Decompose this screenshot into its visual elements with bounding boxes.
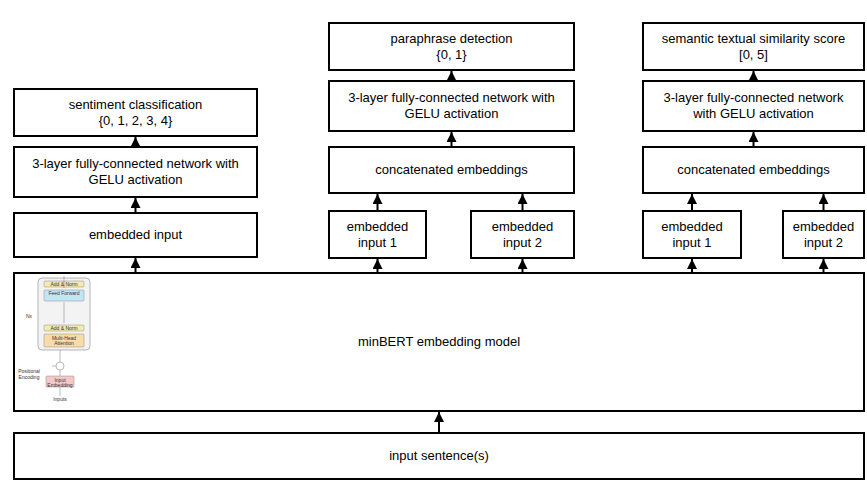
box-text: embedded input bbox=[89, 227, 182, 243]
box-text: minBERT embedding model bbox=[358, 334, 520, 350]
arrow-connector bbox=[823, 194, 825, 210]
box-text: embedded input 1 bbox=[652, 219, 732, 251]
arrow-connector bbox=[135, 258, 137, 272]
arrow-connector bbox=[823, 259, 825, 272]
box-text: 3-layer fully-connected network with GEL… bbox=[23, 156, 248, 188]
arrow-connector bbox=[753, 71, 755, 80]
arrow-connector bbox=[135, 198, 137, 212]
arrow-connector bbox=[691, 259, 693, 272]
figure-label: Inputs bbox=[44, 397, 76, 403]
embedding-box: embedded input 1 bbox=[642, 210, 742, 259]
arrow-connector bbox=[135, 137, 137, 146]
figure-label: Input Embedding bbox=[44, 378, 76, 389]
network-box: 3-layer fully-connected network with GEL… bbox=[13, 146, 258, 198]
arrow-connector bbox=[377, 194, 379, 210]
box-text: embedded input 1 bbox=[338, 219, 417, 251]
arrow-connector bbox=[451, 132, 453, 146]
box-text: 3-layer fully-connected network with GEL… bbox=[652, 90, 855, 122]
box-text: semantic textual similarity score bbox=[662, 31, 846, 47]
output-box: paraphrase detection{0, 1} bbox=[328, 22, 575, 71]
arrow-connector bbox=[522, 194, 524, 210]
embedding-box: embedded input 2 bbox=[470, 210, 575, 259]
arrow-connector bbox=[438, 412, 440, 432]
figure-label: Multi-Head Attention bbox=[42, 336, 86, 347]
network-box: 3-layer fully-connected network with GEL… bbox=[328, 80, 575, 132]
arrow-connector bbox=[451, 71, 453, 80]
arrow-connector bbox=[522, 259, 524, 272]
box-text: concatenated embeddings bbox=[375, 162, 528, 178]
concat-box: concatenated embeddings bbox=[328, 146, 575, 194]
arrow-connector bbox=[377, 259, 379, 272]
embedding-box: embedded input 2 bbox=[782, 210, 865, 259]
figure-label: Add & Norm bbox=[42, 326, 86, 332]
network-box: 3-layer fully-connected network with GEL… bbox=[642, 80, 865, 132]
figure-label: Add & Norm bbox=[42, 282, 86, 288]
arrow-connector bbox=[691, 194, 693, 210]
output-box: sentiment classification{0, 1, 2, 3, 4} bbox=[13, 88, 258, 137]
box-text: sentiment classification bbox=[69, 97, 203, 113]
model-box: minBERT embedding model bbox=[13, 272, 865, 412]
box-text: 3-layer fully-connected network with GEL… bbox=[338, 90, 565, 122]
box-text: paraphrase detection bbox=[390, 31, 512, 47]
box-text: {0, 1} bbox=[436, 47, 466, 63]
figure-label: Positional Encoding bbox=[14, 369, 44, 380]
figure-label: Nx bbox=[22, 314, 36, 320]
box-text: concatenated embeddings bbox=[677, 162, 830, 178]
box-text: embedded input 2 bbox=[480, 219, 565, 251]
output-box: semantic textual similarity score[0, 5] bbox=[642, 22, 865, 71]
figure-label: Feed Forward bbox=[42, 291, 86, 297]
arrow-connector bbox=[753, 132, 755, 146]
box-text: [0, 5] bbox=[739, 47, 768, 63]
embedding-box: embedded input 1 bbox=[328, 210, 427, 259]
embedding-box: embedded input bbox=[13, 212, 258, 258]
input-box: input sentence(s) bbox=[13, 432, 865, 480]
box-text: input sentence(s) bbox=[389, 448, 489, 464]
positional-encoding-symbol bbox=[56, 362, 64, 370]
concat-box: concatenated embeddings bbox=[642, 146, 865, 194]
wire bbox=[52, 366, 56, 367]
box-text: embedded input 2 bbox=[792, 219, 855, 251]
box-text: {0, 1, 2, 3, 4} bbox=[99, 113, 173, 129]
